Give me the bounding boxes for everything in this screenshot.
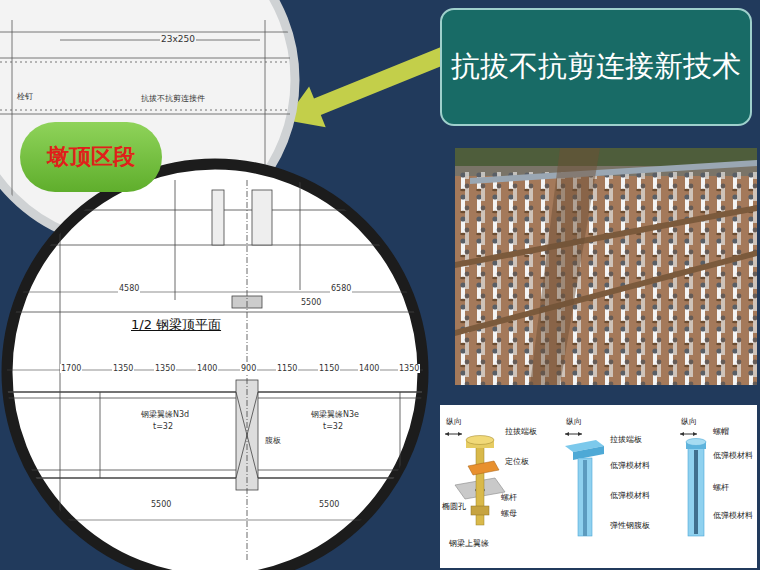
pointer-arrow — [285, 47, 448, 128]
part-name: 螺帽 — [712, 428, 730, 437]
direction-label: 纵向 — [680, 418, 698, 427]
stud-photo — [455, 148, 757, 385]
part-name: 低弹模材料 — [609, 492, 651, 501]
plate-connector — [565, 432, 604, 536]
dimension: 1400 — [358, 364, 380, 373]
stud-connector — [680, 432, 706, 536]
part-name: 螺母 — [500, 510, 518, 519]
node-text: 抗拔不抗剪连接新技术 — [451, 47, 741, 87]
connector-panel — [440, 405, 757, 568]
dimension: t=32 — [152, 422, 174, 431]
part-name: 低弹模材料 — [712, 512, 754, 521]
part-name: 抗拔不抗剪连接件 — [140, 94, 206, 103]
part-name: 定位板 — [504, 458, 530, 467]
node-text: 墩顶区段 — [47, 142, 135, 172]
title-box: 抗拔不抗剪连接新技术 — [440, 8, 752, 126]
dimension: t=32 — [322, 422, 344, 431]
region-pill: 墩顶区段 — [20, 122, 162, 192]
part-name: 栓钉 — [16, 92, 34, 101]
part-name: 钢梁翼缘N3e — [310, 410, 360, 419]
part-name: 钢梁上翼缘 — [448, 540, 490, 549]
part-name: 钢梁翼缘N3d — [140, 410, 190, 419]
part-name: 拉拔端板 — [504, 428, 538, 437]
direction-label: 纵向 — [445, 418, 463, 427]
dimension: 1350 — [112, 364, 134, 373]
dimension: 6580 — [330, 284, 352, 293]
dimension: 5500 — [150, 500, 172, 509]
part-name: 低弹模材料 — [712, 452, 754, 461]
part-name: 弹性钢腹板 — [609, 522, 651, 531]
part-name: 拉拔端板 — [609, 436, 643, 445]
steel-beam-plan — [0, 180, 430, 560]
dimension: 5500 — [318, 500, 340, 509]
part-name: 腹板 — [264, 436, 282, 445]
direction-label: 纵向 — [565, 418, 583, 427]
dimension: 900 — [240, 364, 257, 373]
dimension: 1700 — [60, 364, 82, 373]
dimension: 1150 — [276, 364, 298, 373]
dimension: 1350 — [154, 364, 176, 373]
part-name: 螺杆 — [712, 484, 730, 493]
part-name: 低弹模材料 — [609, 462, 651, 471]
dimension: 1400 — [196, 364, 218, 373]
dimension: 1350 — [398, 364, 420, 373]
dimension: 1150 — [318, 364, 340, 373]
dimension: 23x250 — [160, 34, 196, 44]
dimension: 4580 — [118, 284, 140, 293]
dimension: 5500 — [300, 298, 322, 307]
magnifier-ring — [7, 164, 423, 570]
drawing-title: 1/2 钢梁顶平面 — [130, 318, 222, 333]
part-name: 椭圆孔 — [441, 503, 467, 512]
part-name: 螺杆 — [500, 494, 518, 503]
